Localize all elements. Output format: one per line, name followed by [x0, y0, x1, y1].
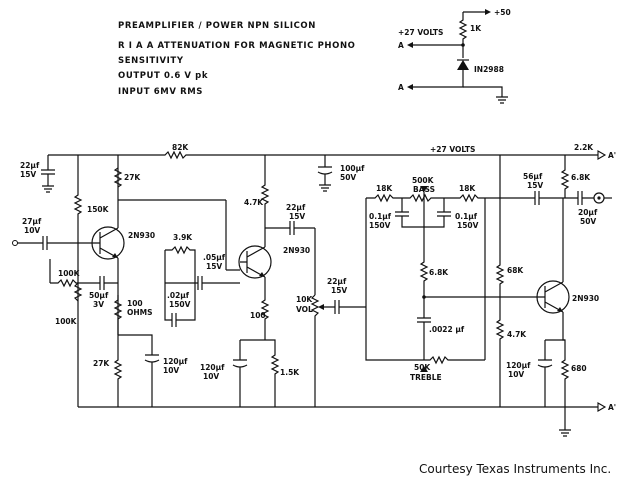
c-120b-label-2: 10V: [203, 372, 219, 381]
vol-label-1: 10K: [296, 295, 313, 304]
r-100ohm-label-2: OHMS: [127, 308, 153, 317]
c-coup-label-1: 27µf: [22, 217, 42, 226]
interstage-network: [164, 200, 240, 327]
inset-zener-label: IN2988: [474, 65, 504, 74]
c-in-label-1: 22µf: [20, 161, 40, 170]
inset-rail-label: +27 VOLTS: [398, 28, 443, 37]
r-27k-bot-label: 27K: [93, 359, 110, 368]
c-100-label-1: 100µf: [340, 164, 365, 173]
description-line-4: OUTPUT 0.6 V pk: [118, 71, 209, 81]
r-68k-a-label: 6.8K: [429, 268, 449, 277]
c-22c-label-2: 15V: [331, 286, 347, 295]
tone-control: [365, 155, 505, 407]
c-02-label-2: 150V: [169, 300, 191, 309]
r-39k-label: 3.9K: [173, 233, 193, 242]
supply-rails: [41, 150, 607, 437]
treble-label-2: TREBLE: [410, 373, 442, 382]
c-01r-label-1: 0.1µf: [455, 212, 478, 221]
c-0022-label: .0022 µf: [429, 325, 465, 334]
r-82k-label: 82K: [172, 143, 189, 152]
c-56-label-1: 56µf: [523, 172, 543, 181]
treble-label-1: 50K: [414, 363, 431, 372]
r-22k-label: 2.2K: [574, 143, 594, 152]
c-01l-label-2: 150V: [369, 221, 391, 230]
node-a-bot-label: A': [608, 403, 616, 412]
r-100k-v-label: 100K: [55, 317, 78, 326]
r-15k-label: 1.5K: [280, 368, 300, 377]
c-02-label-1: .02µf: [167, 291, 190, 300]
bass-label-1: 500K: [412, 176, 435, 185]
r-100-label: 100: [250, 311, 266, 320]
c-120a-label-2: 10V: [163, 366, 179, 375]
c-120b-label-1: 120µf: [200, 363, 225, 372]
vol-label-2: VOL: [296, 305, 313, 314]
c-22c-label-1: 22µf: [327, 277, 347, 286]
rail-label: +27 VOLTS: [430, 145, 475, 154]
r-68k-c-label: 6.8K: [571, 173, 591, 182]
r-100ohm-label-1: 100: [127, 299, 143, 308]
output-stage: [485, 155, 612, 407]
c-56-label-2: 15V: [527, 181, 543, 190]
c-22b-label-2: 15V: [289, 212, 305, 221]
component-labels: +27 VOLTS 82K 22µf 15V 27µf 10V 150K 27K…: [20, 143, 616, 412]
description-line-2: R I A A ATTENUATION FOR MAGNETIC PHONO: [118, 41, 356, 51]
c-22b-label-1: 22µf: [286, 203, 306, 212]
node-a-top-label: A': [608, 151, 616, 160]
c-120c-label-2: 10V: [508, 370, 524, 379]
description-line-3: SENSITIVITY: [118, 56, 184, 66]
description-line-5: INPUT 6MV RMS: [118, 87, 204, 97]
c-50-label-1: 50µf: [89, 291, 109, 300]
c-120a-label-1: 120µf: [163, 357, 188, 366]
r-27k-top-label: 27K: [124, 173, 141, 182]
c-100-label-2: 50V: [340, 173, 356, 182]
stage-1: [12, 155, 226, 407]
r-68k-b-label: 68K: [507, 266, 524, 275]
r-100k-h-label: 100K: [58, 269, 81, 278]
r-680-label: 680: [571, 364, 587, 373]
c-01r-label-2: 150V: [457, 221, 479, 230]
inset-node-a-label: A: [398, 41, 404, 50]
description-line-1: PREAMPLIFIER / POWER NPN SILICON: [118, 21, 316, 31]
q1-label: 2N930: [128, 231, 155, 240]
zener-supply-inset: +50 +27 VOLTS 1K IN2988 A A: [398, 8, 511, 104]
stage-2: [232, 155, 366, 407]
q3-label: 2N930: [572, 294, 599, 303]
r-18k-l-label: 18K: [376, 184, 393, 193]
c-50-label-2: 3V: [93, 300, 104, 309]
c-05-label-2: 15V: [206, 262, 222, 271]
c-coup-label-2: 10V: [24, 226, 40, 235]
r-150k-label: 150K: [87, 205, 110, 214]
inset-supply-label: +50: [494, 8, 511, 17]
c-20-label-1: 20µf: [578, 208, 598, 217]
r-47k-a-label: 4.7K: [244, 198, 264, 207]
inset-node-a2-label: A: [398, 83, 404, 92]
credit-text: Courtesy Texas Instruments Inc.: [419, 462, 612, 476]
c-05-label-1: .05µf: [203, 253, 226, 262]
c-in-label-2: 15V: [20, 170, 36, 179]
q2-label: 2N930: [283, 246, 310, 255]
bass-label-2: BASS: [413, 185, 435, 194]
inset-resistor-label: 1K: [470, 24, 482, 33]
c-01l-label-1: 0.1µf: [369, 212, 392, 221]
c-20-label-2: 50V: [580, 217, 596, 226]
c-120c-label-1: 120µf: [506, 361, 531, 370]
r-18k-r-label: 18K: [459, 184, 476, 193]
r-47k-b-label: 4.7K: [507, 330, 527, 339]
